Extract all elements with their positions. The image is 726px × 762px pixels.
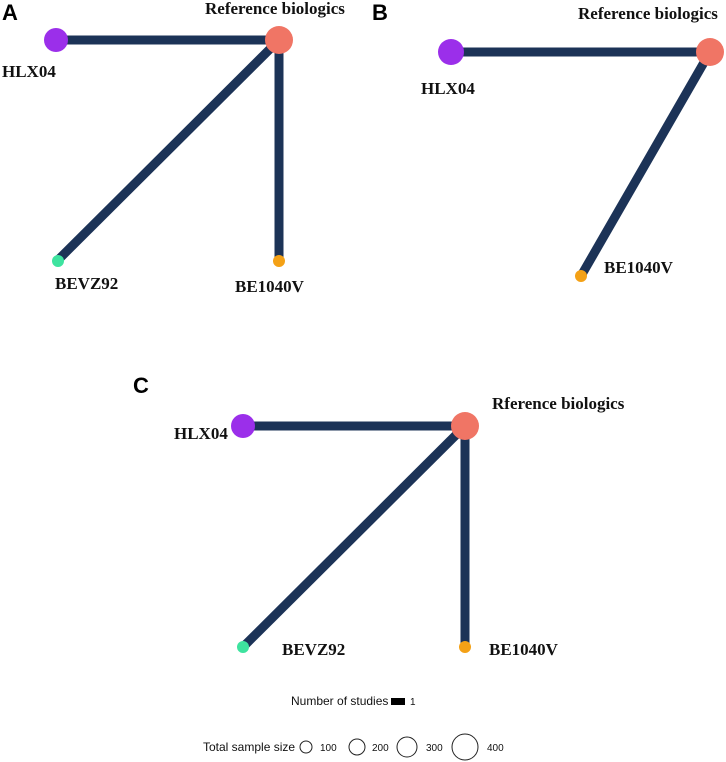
panel-b-label-hlx04: HLX04 xyxy=(421,79,475,98)
panel-c-node-bevz92 xyxy=(237,641,249,653)
panel-a: A Reference biologics HLX04 BEVZ92 BE104… xyxy=(2,0,345,296)
legend-sample-value-400: 400 xyxy=(487,743,504,754)
panel-c-letter: C xyxy=(133,373,149,398)
legend-sample-value-200: 200 xyxy=(372,743,389,754)
legend: Number of studies 1 Total sample size 10… xyxy=(203,694,504,761)
legend-sample-circle-200 xyxy=(348,738,366,756)
panel-b-node-be1040v xyxy=(575,270,587,282)
panel-a-node-bevz92 xyxy=(52,255,64,267)
panel-c-node-be1040v xyxy=(459,641,471,653)
panel-a-label-bevz92: BEVZ92 xyxy=(55,274,118,293)
panel-a-node-be1040v xyxy=(273,255,285,267)
panel-a-node-hlx04 xyxy=(44,28,68,52)
legend-studies-swatch xyxy=(391,698,405,705)
panel-c-label-hlx04: HLX04 xyxy=(174,424,228,443)
panel-b-label-be1040v: BE1040V xyxy=(604,258,674,277)
legend-sample-circle-300 xyxy=(396,736,418,758)
panel-a-label-be1040v: BE1040V xyxy=(235,277,305,296)
panel-b-letter: B xyxy=(372,0,388,25)
panel-c-label-be1040v: BE1040V xyxy=(489,640,559,659)
panel-b-node-hlx04 xyxy=(438,39,464,65)
panel-a-letter: A xyxy=(2,0,18,25)
panel-a-label-hlx04: HLX04 xyxy=(2,62,56,81)
panel-c-edge-bevz92-ref xyxy=(239,422,469,651)
panel-b-edge-be1040v-ref xyxy=(577,49,714,279)
panel-a-edge-bevz92-ref xyxy=(54,36,283,264)
panel-b-node-ref xyxy=(696,38,724,66)
legend-sample-circle-100 xyxy=(299,740,313,754)
panel-b-label-ref: Reference biologics xyxy=(578,4,718,23)
legend-sample-label: Total sample size xyxy=(203,740,295,754)
panel-c: C Rference biologics HLX04 BEVZ92 BE1040… xyxy=(133,373,625,659)
legend-sample-value-100: 100 xyxy=(320,743,337,754)
legend-studies-value: 1 xyxy=(410,697,416,708)
panel-c-node-hlx04 xyxy=(231,414,255,438)
legend-sample-value-300: 300 xyxy=(426,743,443,754)
panel-c-node-ref xyxy=(451,412,479,440)
panel-b: B Reference biologics HLX04 BE1040V xyxy=(372,0,724,282)
panel-a-label-ref: Reference biologics xyxy=(205,0,345,18)
panel-c-label-ref: Rference biologics xyxy=(492,394,625,413)
legend-studies-label: Number of studies xyxy=(291,694,388,708)
panel-c-label-bevz92: BEVZ92 xyxy=(282,640,345,659)
panel-a-node-ref xyxy=(265,26,293,54)
legend-sample-circle-400 xyxy=(451,733,479,761)
